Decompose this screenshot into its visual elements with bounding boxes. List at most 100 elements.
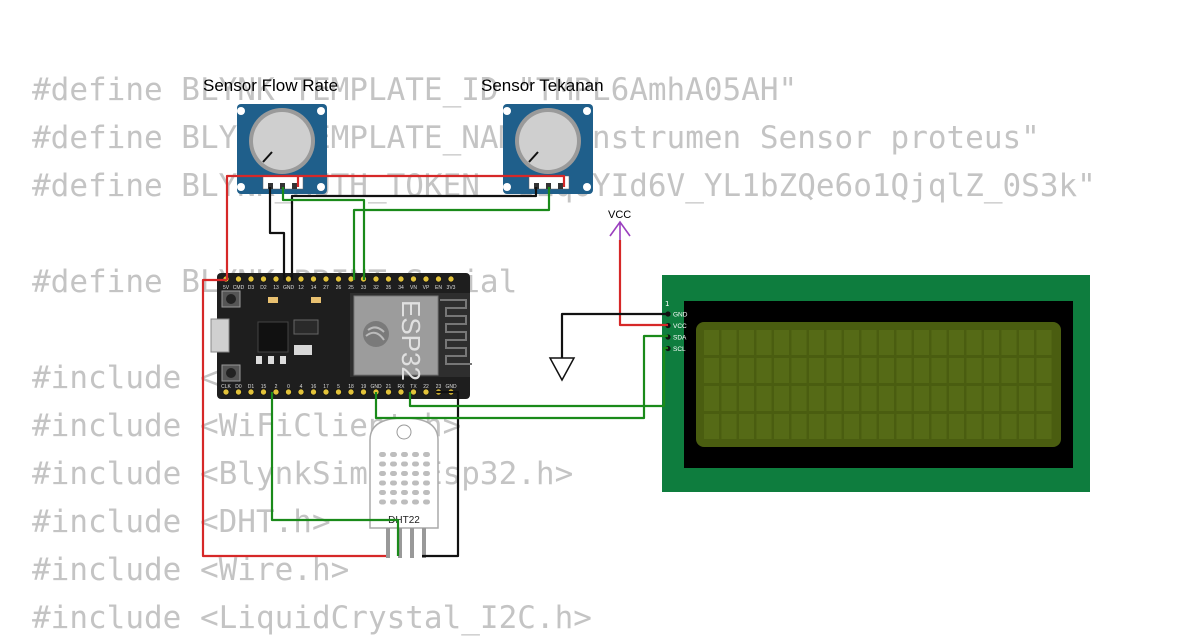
lcd-char-cell	[739, 358, 754, 383]
wire-lcd-gnd	[560, 312, 668, 358]
esp32-pin-label: CMD	[233, 285, 245, 291]
wire-dht-data	[270, 392, 400, 556]
esp32-pin-label: VP	[423, 285, 430, 291]
lcd-char-cell	[844, 358, 859, 383]
esp32-pin-label: 35	[386, 285, 392, 291]
esp32-chip-label: ESP32	[396, 300, 426, 381]
pot-pin-label: VCC	[288, 175, 299, 181]
lcd-char-cell	[966, 386, 982, 411]
lcd-char-cell	[756, 414, 772, 439]
pot-knob[interactable]	[519, 112, 577, 170]
lcd-char-cell	[721, 358, 737, 383]
vcc-symbol: VCC	[608, 209, 631, 240]
lcd-char-cell	[931, 386, 947, 411]
wire-lcd-vcc	[618, 240, 668, 327]
lcd-cell-grid	[704, 330, 1052, 439]
vent-slot	[412, 490, 419, 495]
pot-pin	[558, 183, 563, 189]
pot-pin	[268, 183, 273, 189]
pot-pin-label: GND	[531, 175, 543, 181]
esp32-pin-label: EN	[435, 285, 442, 291]
wire-flow-gnd	[268, 187, 286, 280]
esp32-pin-label: GND	[283, 285, 295, 291]
esp32-pin-label: 22	[423, 384, 429, 390]
wire-flow-vcc	[225, 174, 300, 280]
lcd-pin1-label: 1	[665, 300, 669, 308]
lcd-char-cell	[949, 330, 964, 355]
esp32-pin-label: 27	[323, 285, 329, 291]
pot-knob[interactable]	[253, 112, 311, 170]
esp32-pin-label: D0	[235, 384, 242, 390]
mount-hole	[237, 183, 245, 191]
vent-slot	[379, 471, 386, 476]
vent-slot	[423, 490, 430, 495]
esp32-pin	[397, 275, 405, 283]
esp32-pin-label: D2	[260, 285, 267, 291]
lcd-char-cell	[721, 330, 737, 355]
ground-triangle-icon	[548, 357, 576, 382]
espressif-logo-mark	[365, 326, 385, 341]
esp32-pin-label: 26	[336, 285, 342, 291]
pot-pin-label: VCC	[554, 175, 565, 181]
vent-slot	[379, 499, 386, 505]
lcd-char-cell	[844, 386, 859, 411]
lcd-char-cell	[931, 414, 947, 439]
esp32-pin	[297, 388, 305, 396]
lcd-char-cell	[861, 330, 877, 355]
lcd-char-cell	[1019, 386, 1034, 411]
esp32-pin-label: 14	[311, 285, 317, 291]
lcd-char-cell	[844, 330, 859, 355]
lcd-char-cell	[879, 386, 894, 411]
esp32-pin-label: D3	[248, 285, 255, 291]
dht22-vent-grille	[379, 452, 430, 505]
lcd-char-cell	[809, 414, 824, 439]
vent-slot	[390, 490, 397, 495]
dht22-sensor[interactable]: DHT22	[369, 417, 439, 558]
lcd-char-cell	[1019, 330, 1034, 355]
vent-slot	[390, 499, 397, 505]
esp32-antenna	[440, 299, 472, 365]
lcd-char-cell	[844, 414, 859, 439]
dht22-pin	[386, 528, 390, 558]
esp32-pin-label: 18	[348, 384, 354, 390]
vent-slot	[401, 490, 408, 495]
vent-slot	[423, 499, 430, 505]
lcd-char-cell	[774, 414, 789, 439]
esp32-pin	[447, 275, 455, 283]
lcd-char-cell	[896, 330, 912, 355]
flow-rate-sensor-label: Sensor Flow Rate	[203, 76, 338, 95]
lcd-char-cell	[1001, 358, 1017, 383]
mount-hole	[583, 183, 591, 191]
dht22-pin	[422, 528, 426, 558]
lcd-char-cell	[826, 386, 842, 411]
dht22-label: DHT22	[388, 515, 420, 526]
esp32-pin	[247, 275, 255, 283]
pot-pin	[546, 183, 551, 189]
esp32-pin	[322, 275, 330, 283]
dht22-mount-hole	[396, 424, 412, 440]
lcd-char-cell	[861, 414, 877, 439]
esp32-pin	[235, 388, 242, 396]
esp32-pin-label: 33	[361, 285, 367, 291]
esp32-pin	[372, 275, 380, 283]
vent-slot	[412, 499, 419, 505]
lcd-char-cell	[1019, 358, 1034, 383]
lcd-char-cell	[739, 330, 754, 355]
esp32-pin-label: 16	[311, 384, 317, 390]
mount-hole	[317, 107, 325, 115]
flow-rate-sensor[interactable]: GND SIG VCC	[237, 104, 327, 194]
smd-component	[268, 356, 274, 364]
wires	[201, 174, 668, 558]
dht22-pin	[398, 528, 402, 558]
usb-chip	[257, 321, 289, 353]
esp32-pin	[310, 388, 317, 396]
pressure-sensor[interactable]: GND SIG VCC	[503, 104, 593, 194]
esp32-pin-label: 5	[337, 384, 340, 390]
lcd-char-cell	[949, 358, 964, 383]
code-line: #include <DHT.h>	[32, 504, 331, 540]
pot-pin-label: SIG	[276, 175, 285, 181]
wire-pressure-vcc	[298, 174, 566, 187]
code-line: #define BLYNK_TEMPLATE_ID "TMPL6AmhA05AH…	[32, 72, 798, 108]
